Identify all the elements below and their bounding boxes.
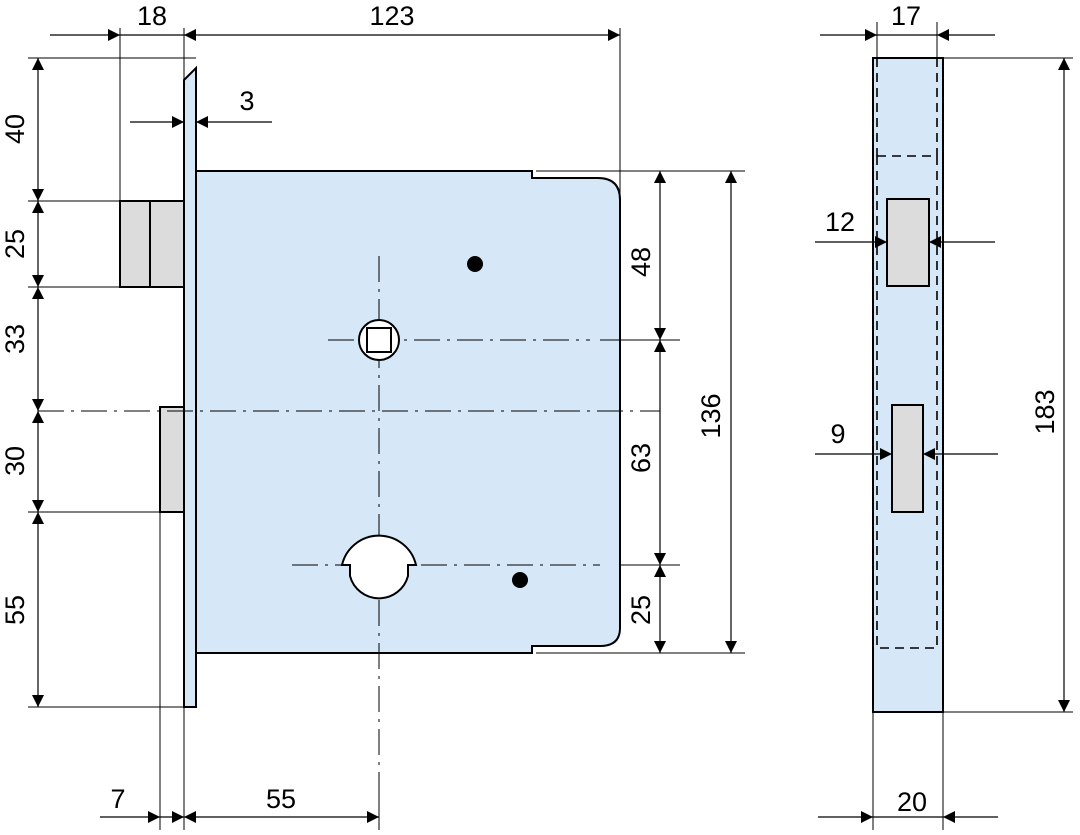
side-faceplate (872, 57, 944, 713)
latch-slot (886, 198, 930, 287)
dim-label-63: 63 (626, 443, 656, 473)
dim-label-40: 40 (0, 114, 30, 144)
dim-label-55-bottom: 55 (266, 784, 296, 814)
dim-label-25-right: 25 (626, 595, 656, 625)
dim-label-17: 17 (891, 1, 921, 31)
cylinder-hole (340, 534, 418, 600)
screw-hole-top (467, 256, 483, 272)
faceplate (183, 65, 197, 708)
deadbolt (159, 406, 185, 513)
dimension-lines-side (815, 29, 1070, 823)
dim-label-18: 18 (137, 1, 167, 31)
dim-label-30: 30 (0, 446, 30, 476)
dim-label-48: 48 (626, 247, 656, 277)
screw-hole-bottom (512, 572, 528, 588)
dim-label-123: 123 (369, 1, 414, 31)
lock-case-body (195, 170, 621, 654)
side-view: 17 12 9 183 20 (815, 1, 1073, 830)
dim-label-33: 33 (0, 324, 30, 354)
spindle-square (366, 327, 392, 353)
deadbolt-slot (891, 404, 924, 513)
hidden-case-outline (876, 155, 938, 649)
dim-label-3: 3 (239, 86, 254, 116)
dim-label-25-left: 25 (0, 229, 30, 259)
latch-bolt (119, 200, 185, 288)
dimension-lines-front (32, 29, 737, 823)
dim-label-55-left: 55 (0, 595, 30, 625)
dim-label-12: 12 (825, 207, 855, 237)
extension-lines-front (28, 28, 745, 830)
dim-label-183: 183 (1030, 389, 1060, 434)
extension-lines-side (872, 22, 1073, 830)
front-view: 18 123 3 40 25 33 30 55 48 63 25 136 7 5… (0, 1, 745, 830)
dim-label-20: 20 (897, 787, 927, 817)
dim-label-7: 7 (110, 784, 125, 814)
dim-label-136: 136 (696, 393, 726, 438)
dim-label-9: 9 (830, 419, 845, 449)
